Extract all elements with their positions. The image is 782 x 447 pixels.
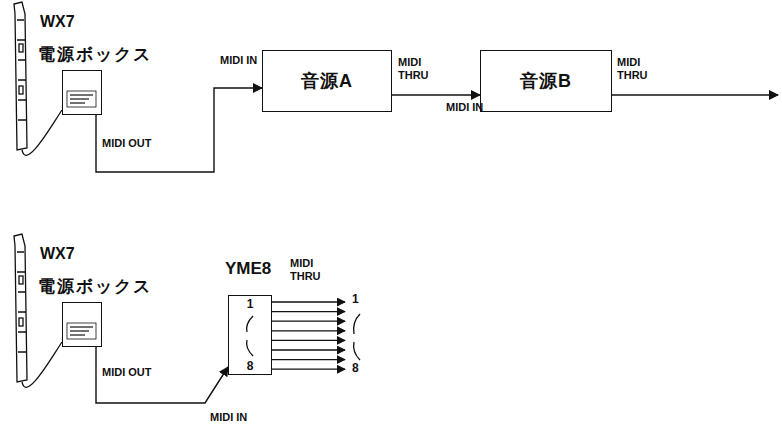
cable <box>22 110 62 155</box>
sticker-line <box>70 326 93 327</box>
instrument-name: WX7 <box>40 13 75 31</box>
tone-generator-box: 音源B <box>480 50 612 112</box>
midi-cable <box>96 88 262 172</box>
power-box-drawing <box>63 303 100 345</box>
port-name: MIDI THRU <box>290 257 332 282</box>
midi-cable <box>392 94 480 95</box>
wind-controller <box>14 234 27 382</box>
wind-controller <box>14 2 27 150</box>
sticker-line <box>70 94 93 95</box>
tone-generator-box: 音源A <box>262 50 392 112</box>
power-box: 電源ボックス <box>62 302 102 347</box>
port-name: MIDI OUT <box>102 137 152 150</box>
sticker-line <box>70 334 85 335</box>
output-number: 1 <box>352 293 359 307</box>
bracket-stroke <box>247 316 253 356</box>
port-name: MIDI THRU <box>398 56 440 81</box>
port-number: 1 <box>229 297 271 311</box>
device-name: 電源ボックス <box>38 275 152 298</box>
midi-thru-box: YME818 <box>228 295 272 375</box>
power-box: 電源ボックス <box>62 70 102 115</box>
port-name: MIDI OUT <box>102 366 152 379</box>
cable <box>22 342 62 387</box>
thru-outputs <box>272 302 345 369</box>
port-name: MIDI IN <box>446 101 484 114</box>
range-bracket <box>354 314 360 360</box>
power-box-drawing <box>63 71 100 113</box>
output-number: 8 <box>352 362 359 376</box>
sticker-line <box>70 330 89 331</box>
sticker <box>67 91 96 107</box>
device-name: 電源ボックス <box>38 43 152 66</box>
sticker-line <box>70 98 89 99</box>
instrument-name: WX7 <box>40 245 75 263</box>
port-name: MIDI IN <box>220 54 258 67</box>
port-name: MIDI THRU <box>617 56 659 81</box>
thru-arrow <box>612 94 778 95</box>
device-name: YME8 <box>225 259 271 279</box>
box-title: 音源B <box>520 69 572 93</box>
midi-cable <box>96 347 228 403</box>
port-name: MIDI IN <box>210 411 248 424</box>
port-number: 8 <box>229 359 271 373</box>
sticker <box>67 323 96 339</box>
box-title: 音源A <box>301 69 353 93</box>
sticker-line <box>70 102 85 103</box>
